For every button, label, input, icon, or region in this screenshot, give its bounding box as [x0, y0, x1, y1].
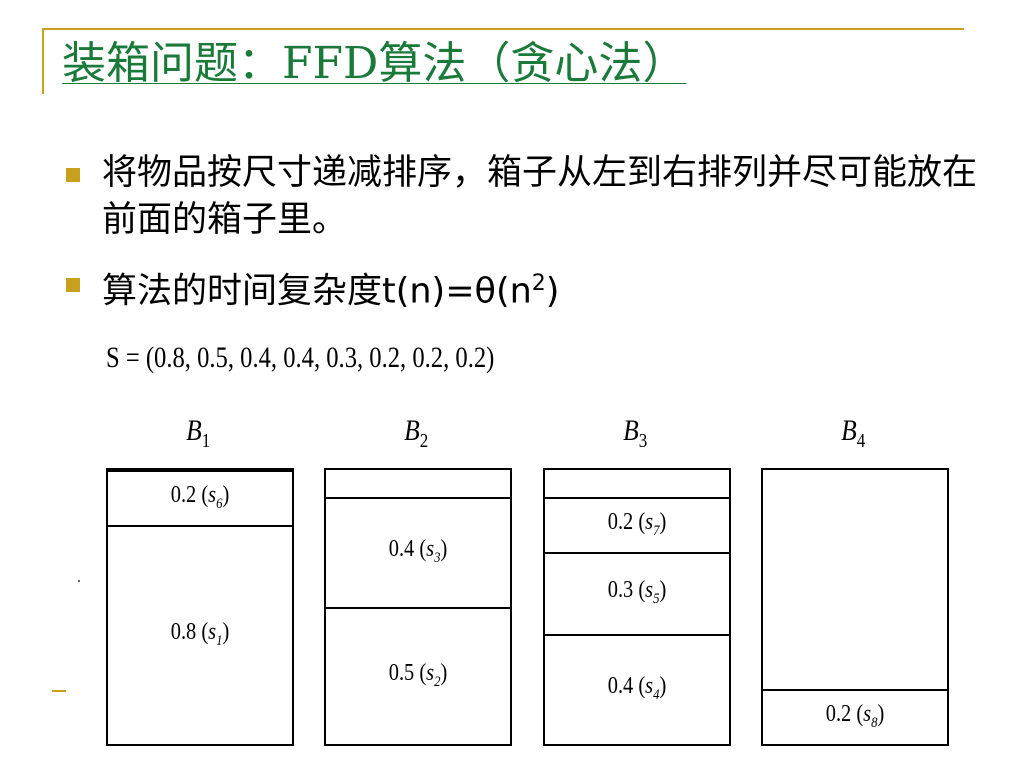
stray-dot — [78, 580, 80, 582]
bullet-text-2: 算法的时间复杂度t(n)=θ(n2) — [102, 260, 982, 316]
complexity-text: 算法的时间复杂度t(n)=θ(n — [102, 271, 532, 312]
accent-tick — [52, 690, 66, 692]
bin-item-label: 0.4 (s4) — [607, 673, 667, 703]
bin-box-1: 0.8 (s1) 0.2 (s6) — [106, 468, 294, 746]
bin-item-segment: 0.4 (s3) — [326, 497, 510, 607]
bin-item-segment: 0.2 (s7) — [545, 497, 729, 552]
bin-box-2: 0.5 (s2) 0.4 (s3) — [324, 468, 512, 746]
bullet-icon — [66, 278, 80, 292]
bin-box-3: 0.4 (s4) 0.3 (s5) 0.2 (s7) — [543, 468, 731, 746]
bin-item-label: 0.4 (s3) — [388, 536, 448, 566]
bin-label-3: B3 — [623, 414, 648, 452]
bullet-text-1: 将物品按尺寸递减排序，箱子从左到右排列并尽可能放在前面的箱子里。 — [102, 153, 978, 240]
bin-item-label: 0.2 (s8) — [825, 700, 885, 731]
bin-item-segment: 0.8 (s1) — [108, 525, 292, 744]
bin-item-label: 0.5 (s2) — [388, 659, 448, 690]
accent-bar-vertical — [42, 28, 44, 94]
bin-item-label: 0.8 (s1) — [170, 618, 230, 649]
bin-item-segment: 0.2 (s8) — [763, 689, 947, 744]
bin-item-label: 0.2 (s7) — [607, 508, 667, 539]
bin-item-segment: 0.4 (s4) — [545, 634, 729, 744]
bin-label-1: B1 — [186, 414, 211, 452]
accent-bar-horizontal — [42, 28, 964, 30]
bullet-icon — [66, 168, 80, 182]
bin-label-4: B4 — [841, 414, 866, 452]
bin-item-segment: 0.2 (s6) — [108, 470, 292, 525]
complexity-exponent: 2 — [531, 271, 546, 296]
bin-item-segment: 0.5 (s2) — [326, 607, 510, 744]
bin-item-label: 0.2 (s6) — [170, 481, 230, 512]
bin-item-label: 0.3 (s5) — [607, 577, 667, 607]
item-sizes-formula: S = (0.8, 0.5, 0.4, 0.4, 0.3, 0.2, 0.2, … — [106, 341, 495, 374]
slide-title: 装箱问题：FFD算法（贪心法） — [62, 38, 687, 89]
bin-box-4: 0.2 (s8) — [761, 468, 949, 746]
complexity-close: ) — [545, 271, 560, 312]
bin-item-segment: 0.3 (s5) — [545, 552, 729, 634]
bin-label-2: B2 — [404, 414, 429, 452]
